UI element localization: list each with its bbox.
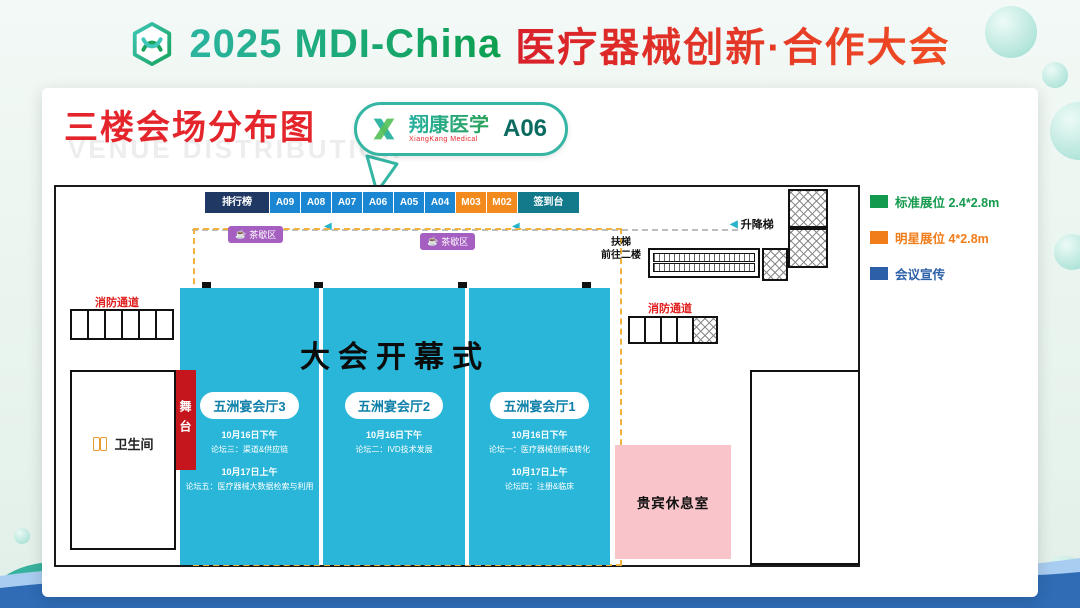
booth-ranking: 排行榜 bbox=[205, 192, 270, 213]
stair-shaft bbox=[762, 248, 788, 281]
exhibitor-name-cn: 翔康医学 bbox=[409, 114, 489, 136]
bubble-decoration bbox=[1054, 234, 1080, 270]
tea-cup-icon: ☕ bbox=[427, 236, 439, 246]
fire-exit-label-right: 消防通道 bbox=[648, 303, 692, 315]
hall-name-badge: 五洲宴会厅1 bbox=[490, 392, 589, 419]
pillar bbox=[582, 282, 591, 291]
elevator-label: ◀ 升降梯 bbox=[730, 218, 774, 232]
booth-a08: A08 bbox=[301, 192, 332, 213]
header: 2025 MDI-China 医疗器械创新·合作大会 bbox=[0, 0, 1080, 88]
booth-a09: A09 bbox=[270, 192, 301, 213]
direction-arrow-icon: ◀ bbox=[324, 221, 332, 232]
hall-sessions: 10月16日下午 论坛三：渠道&供应链 10月17日上午 论坛五：医疗器械大数据… bbox=[185, 430, 314, 492]
side-room bbox=[750, 370, 860, 565]
exhibitor-badge: 翔康医学 XiangKang Medical A06 bbox=[354, 102, 569, 156]
walkway-dashed-line bbox=[192, 229, 738, 231]
hall-sessions: 10月16日下午 论坛二：IVD技术发展 bbox=[355, 430, 433, 455]
direction-arrow-icon: ◀ bbox=[512, 221, 520, 232]
main-hall: 大会开幕式 五洲宴会厅3 10月16日下午 论坛三：渠道&供应链 10月17日上… bbox=[180, 288, 610, 565]
booth-a06: A06 bbox=[363, 192, 394, 213]
escalator-structure bbox=[648, 248, 760, 278]
legend-swatch-orange bbox=[870, 231, 888, 244]
restroom-room: 卫生间 bbox=[70, 370, 176, 550]
bubble-decoration bbox=[14, 528, 30, 544]
booth-row: 排行榜 A09 A08 A07 A06 A05 A04 M03 M02 签到台 bbox=[205, 192, 580, 213]
booth-signin-desk: 签到台 bbox=[518, 192, 580, 213]
callout-arrow-icon bbox=[365, 154, 399, 194]
hall-section-2: 五洲宴会厅2 10月16日下午 论坛二：IVD技术发展 bbox=[323, 288, 465, 565]
conference-title-en: 2025 MDI-China bbox=[189, 21, 502, 66]
restroom-label: 卫生间 bbox=[72, 434, 174, 453]
legend-swatch-blue bbox=[870, 267, 888, 280]
escalator-label: 扶梯 前往二楼 bbox=[601, 237, 641, 261]
hall-section-1: 五洲宴会厅1 10月16日下午 论坛一：医疗器械创新&转化 10月17日上午 论… bbox=[469, 288, 610, 565]
legend-item-star: 明星展位 4*2.8m bbox=[870, 228, 999, 247]
legend-item-standard: 标准展位 2.4*2.8m bbox=[870, 192, 999, 211]
booth-m03: M03 bbox=[456, 192, 487, 213]
booth-a07: A07 bbox=[332, 192, 363, 213]
conference-title-cn: 医疗器械创新·合作大会 bbox=[515, 15, 950, 73]
tea-break-badge: ☕ 茶歇区 bbox=[420, 233, 476, 250]
tea-cup-icon: ☕ bbox=[235, 229, 247, 239]
bubble-decoration bbox=[1050, 102, 1080, 160]
pillar bbox=[458, 282, 467, 291]
legend-item-promo: 会议宣传 bbox=[870, 264, 999, 283]
stage-label: 舞台 bbox=[175, 370, 196, 470]
legend: 标准展位 2.4*2.8m 明星展位 4*2.8m 会议宣传 bbox=[870, 192, 999, 283]
pillar bbox=[314, 282, 323, 291]
bubble-decoration bbox=[1042, 62, 1068, 88]
booth-a04: A04 bbox=[425, 192, 456, 213]
restroom-icon bbox=[92, 436, 108, 451]
opening-ceremony-title: 大会开幕式 bbox=[300, 341, 490, 374]
stall-strip-right bbox=[628, 316, 718, 344]
page-title: 三楼会场分布图 bbox=[64, 109, 316, 147]
booth-m02: M02 bbox=[487, 192, 518, 213]
legend-swatch-green bbox=[870, 195, 888, 208]
watermark-text: VENUE DISTRIBUTION bbox=[68, 134, 404, 164]
venue-map-card: VENUE DISTRIBUTION 三楼会场分布图 翔康医学 XiangKan… bbox=[42, 88, 1038, 597]
elevator-shaft bbox=[788, 228, 828, 268]
conference-logo-icon bbox=[133, 21, 172, 67]
hall-name-badge: 五洲宴会厅2 bbox=[344, 392, 444, 419]
vip-lounge-room: 贵宾休息室 bbox=[615, 445, 731, 559]
stall-strip-left bbox=[70, 309, 174, 340]
xiangkang-logo-icon bbox=[373, 118, 395, 140]
elevator-shaft bbox=[788, 189, 828, 228]
booth-a05: A05 bbox=[394, 192, 425, 213]
bubble-decoration bbox=[985, 6, 1037, 58]
exhibitor-booth-number: A06 bbox=[503, 115, 548, 142]
exhibitor-name-en: XiangKang Medical bbox=[409, 136, 478, 143]
tea-break-badge: ☕ 茶歇区 bbox=[228, 226, 284, 243]
hall-section-3: 五洲宴会厅3 10月16日下午 论坛三：渠道&供应链 10月17日上午 论坛五：… bbox=[180, 288, 319, 565]
hall-sessions: 10月16日下午 论坛一：医疗器械创新&转化 10月17日上午 论坛四：注册&临… bbox=[488, 430, 591, 492]
direction-arrow-icon: ◀ bbox=[730, 218, 738, 230]
fire-exit-label-left: 消防通道 bbox=[95, 297, 139, 309]
pillar bbox=[202, 282, 211, 291]
hall-name-badge: 五洲宴会厅3 bbox=[200, 392, 299, 419]
